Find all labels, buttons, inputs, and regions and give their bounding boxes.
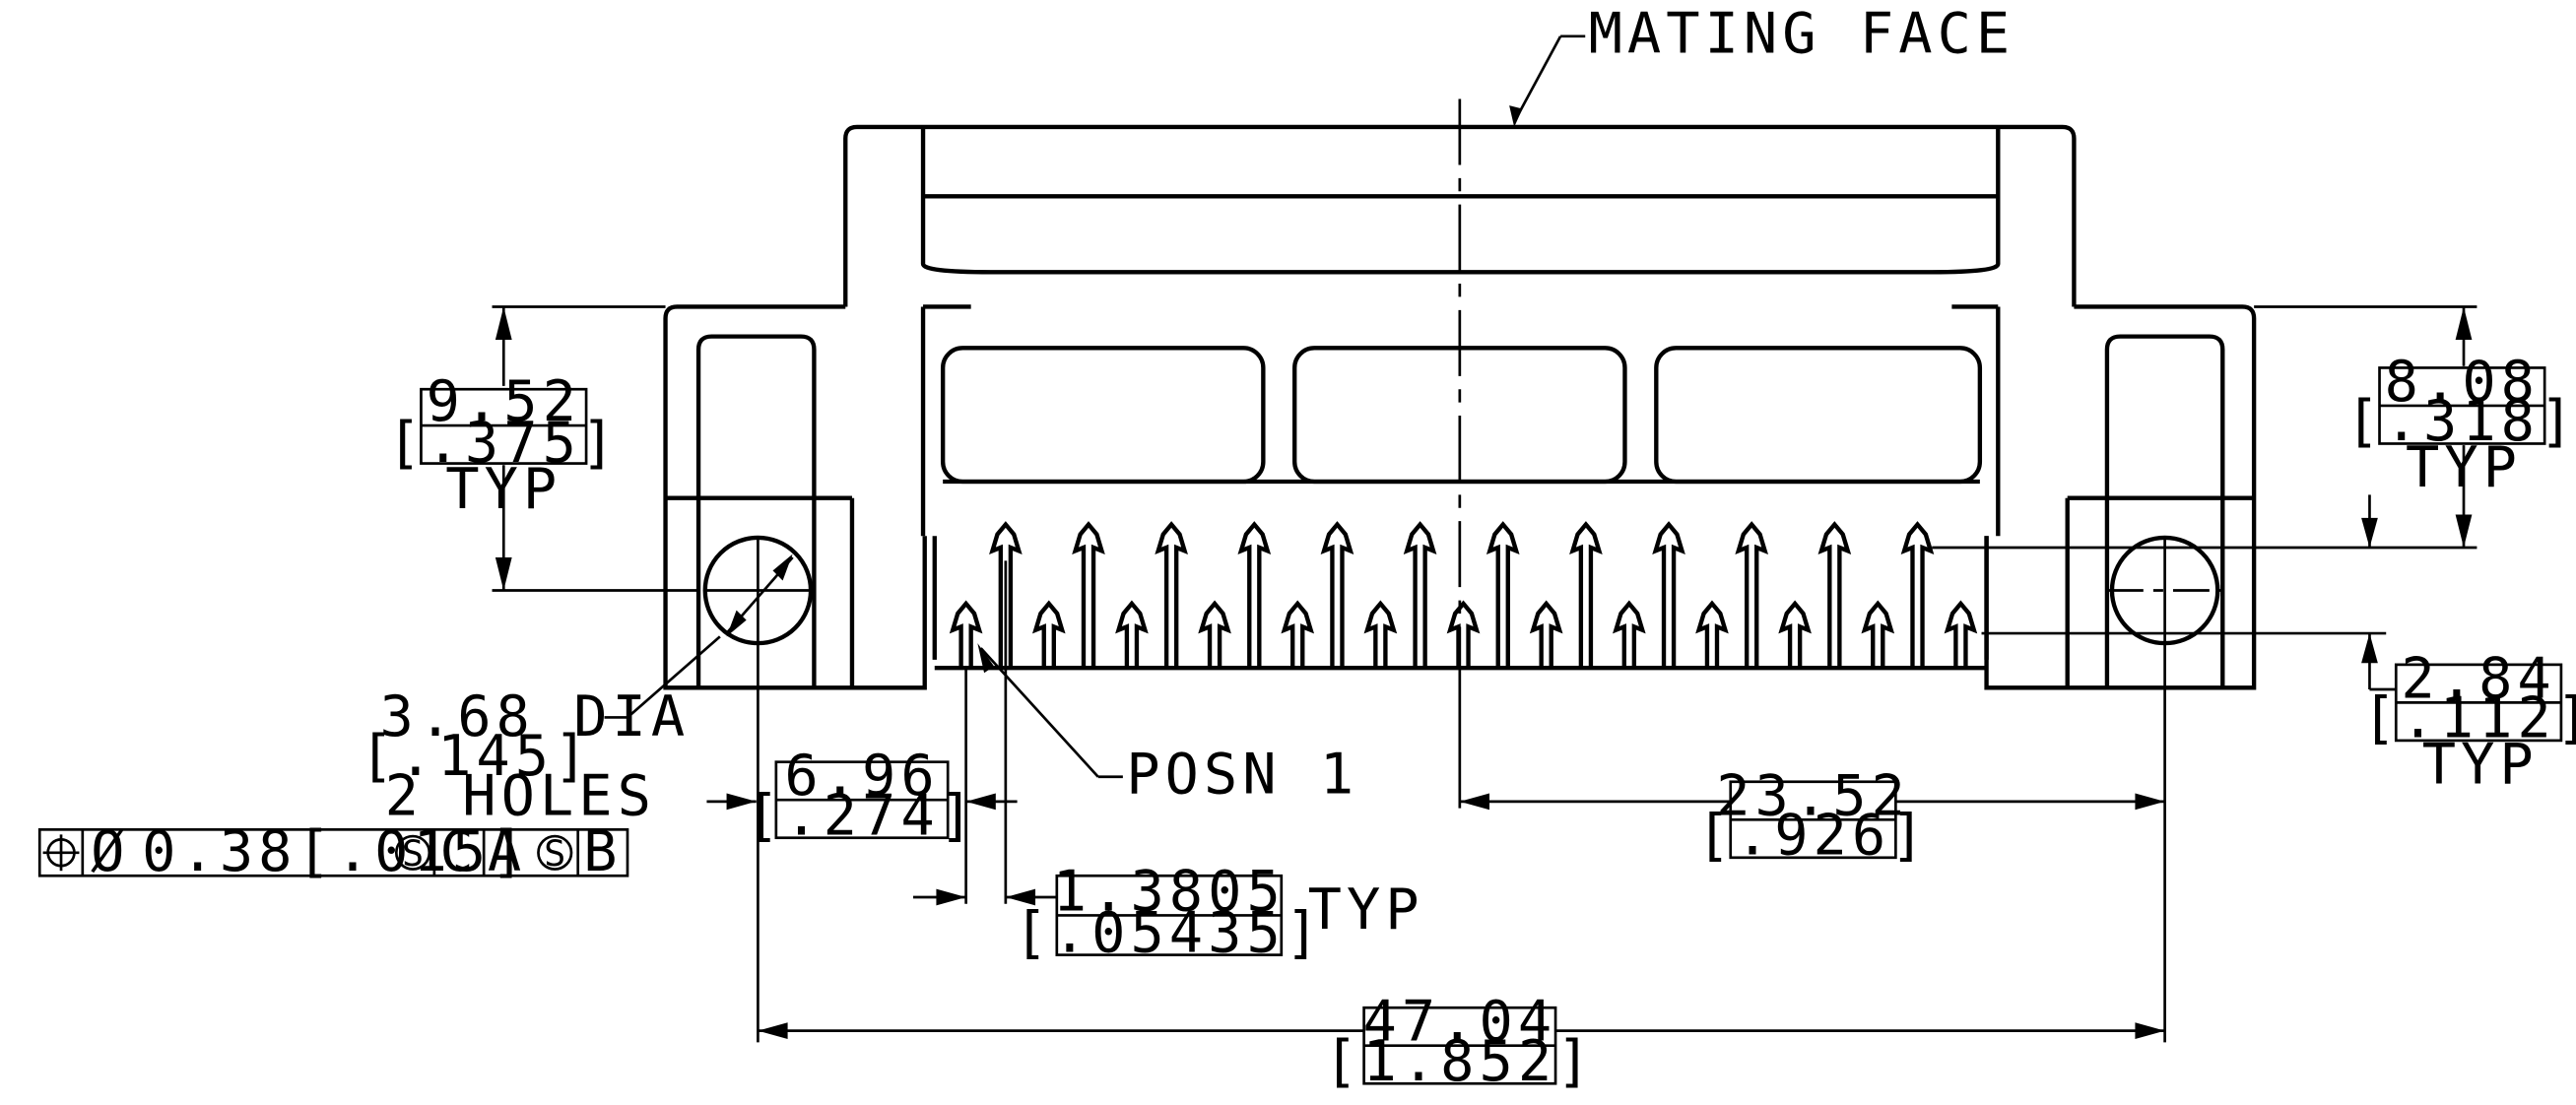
dim-9-52: 9.52 [.375] TYP [387, 305, 699, 592]
dim-1-3805-typ: TYP [1308, 878, 1424, 942]
dim-8-08-typ: TYP [2406, 435, 2522, 500]
dim-9-52-in: [.375] [387, 411, 620, 476]
dim-2-84: 2.84 [.112] TYP [1981, 494, 2576, 797]
contact-pin [1817, 521, 1852, 669]
dim-2-84-mm: 2.84 [2401, 646, 2555, 711]
contact-pin [1900, 521, 1935, 669]
contact-pin [1115, 600, 1149, 669]
contact-pins [949, 521, 1978, 669]
contact-pin [1944, 600, 1978, 669]
contact-pin [1281, 600, 1315, 669]
contact-pin [1446, 600, 1481, 669]
contact-pin [1031, 600, 1066, 669]
contact-pin [1652, 521, 1685, 669]
fcf-diameter: Ø [91, 819, 129, 884]
holes-count: 2 HOLES [385, 763, 656, 828]
contact-pin [1072, 521, 1105, 669]
dim-2-84-typ: TYP [2422, 732, 2539, 797]
dim-8-08-in: [.318] [2345, 389, 2576, 454]
contact-pin [1403, 521, 1437, 669]
dim-47-04: 47.04 [1.852] [757, 643, 2165, 1094]
contact-pin [1735, 521, 1768, 669]
dim-8-08: 8.08 [.318] TYP [1932, 305, 2576, 550]
hole-dia-label: 3.68 DIA [380, 684, 691, 749]
dim-8-08-mm: 8.08 [2385, 350, 2540, 415]
fcf-datum-a: A [488, 819, 526, 884]
contact-pin [989, 521, 1023, 669]
posn-1-callout: POSN 1 [977, 643, 1358, 808]
contact-pin [949, 600, 983, 669]
contact-pin [1613, 600, 1646, 669]
contact-pin [1155, 521, 1188, 669]
connector-windows [940, 346, 1983, 485]
fcf-datum-a-modifier: S [544, 832, 565, 875]
contact-pin [1569, 521, 1603, 669]
fcf-tolerance: 0.38[.015] [142, 819, 529, 884]
posn-1-label: POSN 1 [1126, 743, 1358, 808]
feature-control-frame: Ø 0.38[.015] S C A S B [37, 819, 629, 884]
mounting-hole-left [702, 535, 814, 646]
dim-1-3805: 1.3805 [.05435] TYP [912, 560, 1424, 965]
dim-23-52-in: [.926] [1697, 803, 1930, 868]
contact-pin [1237, 521, 1272, 669]
dim-6-96-mm: 6.96 [784, 744, 939, 809]
mounting-hole-right [2106, 535, 2223, 646]
connector-top-shell [843, 124, 2077, 307]
hole-dia-callout: 3.68 DIA [.145] 2 HOLES [360, 553, 794, 828]
dim-6-96-in: [.274] [746, 783, 978, 848]
hole-dia-inch: [.145] [360, 724, 592, 789]
dim-1-3805-in: [.05435] [1014, 900, 1324, 965]
contact-pin [1529, 600, 1563, 669]
dim-23-52: 23.52 [.926] [1458, 643, 2166, 1043]
contact-pin [1861, 600, 1895, 669]
contact-pin [1778, 600, 1812, 669]
contact-pin [1486, 521, 1520, 669]
dim-1-3805-mm: 1.3805 [1053, 859, 1286, 924]
dim-9-52-mm: 9.52 [427, 369, 581, 434]
contact-pin [1320, 521, 1354, 669]
contact-pin [1363, 600, 1398, 669]
dim-47-04-mm: 47.04 [1362, 990, 1556, 1055]
fcf-datum-b: B [583, 819, 622, 884]
dim-23-52-mm: 23.52 [1716, 763, 1910, 828]
dim-6-96: 6.96 [.274] [706, 668, 1018, 904]
dim-9-52-typ: TYP [445, 457, 561, 522]
mating-face-label: MATING FACE [1589, 2, 2015, 67]
mating-face-callout: MATING FACE [1509, 2, 2015, 127]
fcf-datum-c: C [439, 819, 478, 884]
dim-47-04-in: [1.852] [1324, 1029, 1595, 1094]
fcf-modifier: S [402, 832, 424, 875]
dim-2-84-in: [.112] [2362, 686, 2576, 751]
contact-pin [1695, 600, 1729, 669]
contact-pin [1198, 600, 1231, 669]
